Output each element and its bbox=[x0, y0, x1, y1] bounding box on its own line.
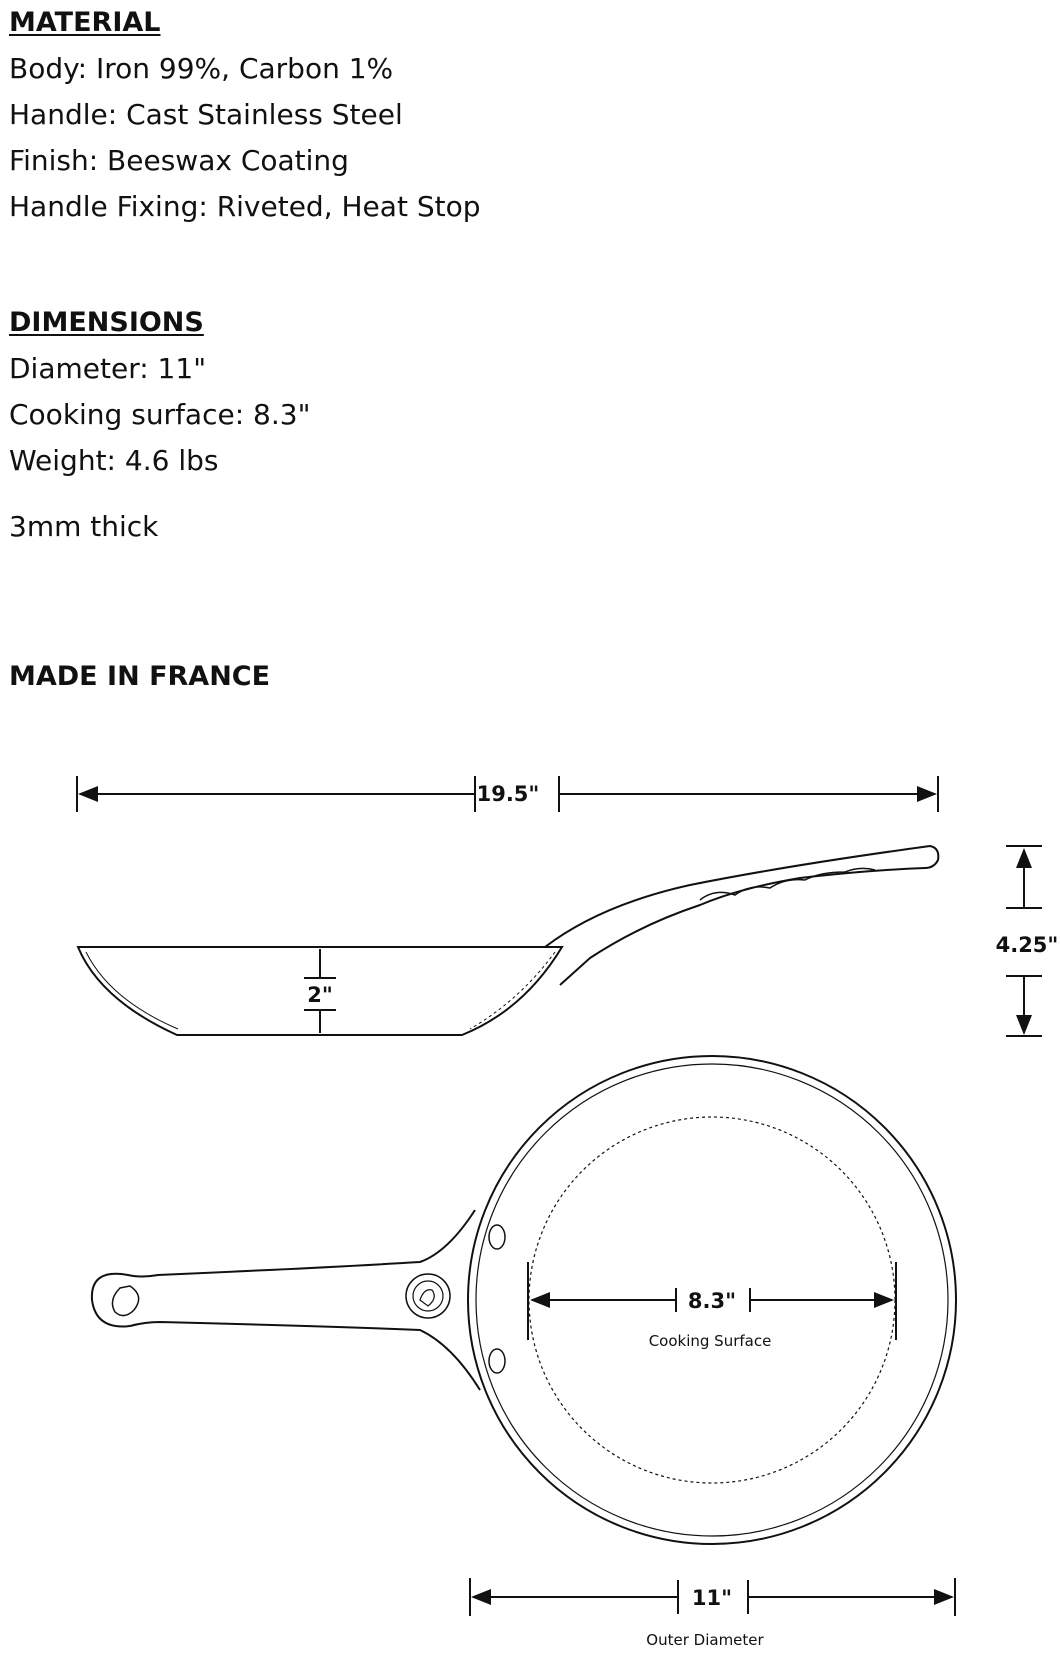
pan-top-view bbox=[90, 1055, 957, 1545]
length-dimension bbox=[76, 776, 939, 812]
dimensions-title: DIMENSIONS bbox=[9, 307, 204, 338]
dimension-diameter: Diameter: 11" bbox=[9, 352, 207, 385]
height-dimension bbox=[1006, 845, 1042, 1037]
material-handle-fixing: Handle Fixing: Riveted, Heat Stop bbox=[9, 190, 481, 223]
outer-diameter-caption: Outer Diameter bbox=[646, 1631, 764, 1649]
made-in-france: MADE IN FRANCE bbox=[9, 661, 271, 692]
outer-diameter-dimension bbox=[469, 1578, 956, 1616]
material-title: MATERIAL bbox=[9, 7, 161, 38]
outer-diameter-label: 11" bbox=[692, 1586, 732, 1610]
material-body: Body: Iron 99%, Carbon 1% bbox=[9, 52, 394, 85]
length-label: 19.5" bbox=[477, 782, 540, 806]
material-finish: Finish: Beeswax Coating bbox=[9, 144, 349, 177]
depth-label: 2" bbox=[307, 983, 333, 1007]
material-handle: Handle: Cast Stainless Steel bbox=[9, 98, 403, 131]
spec-sheet: MATERIAL Body: Iron 99%, Carbon 1% Handl… bbox=[9, 0, 1009, 550]
cooking-surface-caption: Cooking Surface bbox=[649, 1332, 772, 1350]
dimension-weight: Weight: 4.6 lbs bbox=[9, 444, 219, 477]
cooking-surface-label: 8.3" bbox=[688, 1289, 736, 1313]
dimension-cooking-surface: Cooking surface: 8.3" bbox=[9, 398, 311, 431]
pan-side-view bbox=[76, 844, 940, 1036]
height-label: 4.25" bbox=[996, 933, 1059, 957]
dimension-thickness: 3mm thick bbox=[9, 510, 159, 543]
